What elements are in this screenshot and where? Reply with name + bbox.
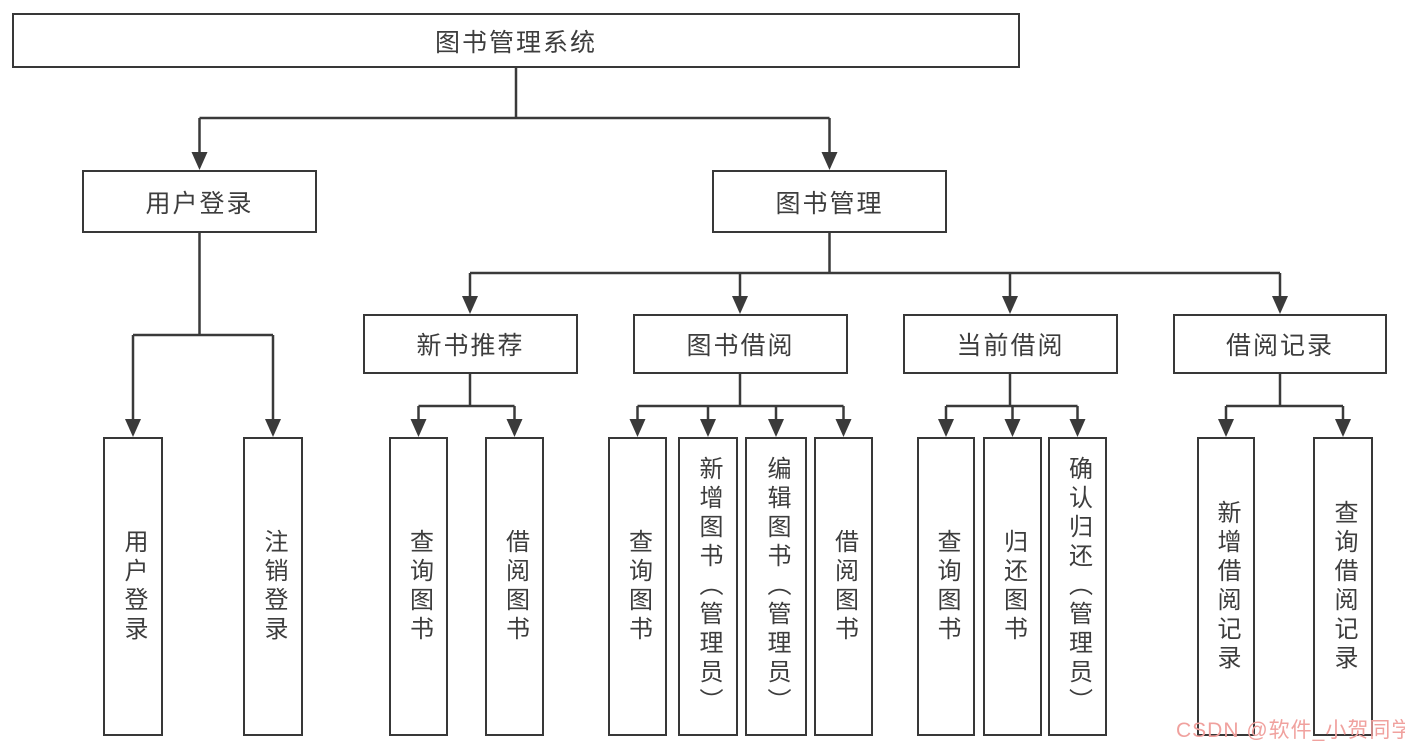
node-book-management: 图书管理 [712,170,947,233]
node-current-borrow: 当前借阅 [903,314,1118,374]
node-borrow-records: 借阅记录 [1173,314,1387,374]
leaf-add-borrow-record: 新增借阅记录 [1197,437,1255,736]
leaf-query-borrow-record: 查询借阅记录 [1313,437,1373,736]
leaf-confirm-return-admin: 确认归还（管理员） [1048,437,1107,736]
node-book-borrow: 图书借阅 [633,314,848,374]
leaf-add-books-admin: 新增图书（管理员） [678,437,738,736]
csdn-watermark: CSDN @软件_小贺同学 [1176,719,1405,742]
leaf-query-books-recommend: 查询图书 [389,437,448,736]
node-new-book-recommend: 新书推荐 [363,314,578,374]
leaf-return-books: 归还图书 [983,437,1042,736]
leaf-borrow-books: 借阅图书 [814,437,873,736]
leaf-logout: 注销登录 [243,437,303,736]
leaf-query-books-current: 查询图书 [917,437,975,736]
leaf-user-login: 用户登录 [103,437,163,736]
leaf-edit-books-admin: 编辑图书（管理员） [745,437,807,736]
node-user-login: 用户登录 [82,170,317,233]
node-root-system: 图书管理系统 [12,13,1020,68]
leaf-borrow-books-recommend: 借阅图书 [485,437,544,736]
leaf-query-books-borrow: 查询图书 [608,437,667,736]
